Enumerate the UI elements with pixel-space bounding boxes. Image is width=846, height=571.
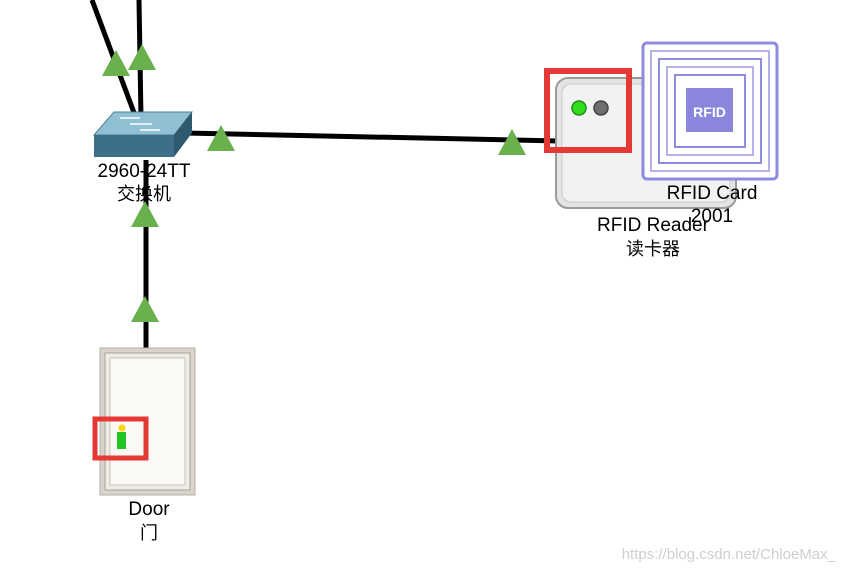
cable-switch-to-reader[interactable]	[184, 130, 561, 144]
link-up-triangle	[102, 50, 130, 76]
reader-led-green-icon	[571, 100, 587, 116]
reader-led-gray-icon	[593, 100, 609, 116]
rfid-chip-icon	[686, 88, 733, 132]
door-name-label: 门	[140, 523, 158, 544]
rfid-card-icon[interactable]: RFID	[641, 41, 779, 181]
door-lock-yellow-icon	[118, 424, 126, 432]
switch-name-label: 交换机	[117, 184, 171, 205]
watermark-text: https://blog.csdn.net/ChloeMax_	[621, 546, 836, 563]
link-up-triangle	[498, 129, 526, 155]
rfid-reader-name-label: 读卡器	[626, 239, 680, 260]
rfid-chip-label: RFID	[693, 104, 726, 120]
door-model-label: Door	[128, 499, 170, 520]
link-up-triangle	[131, 201, 159, 227]
rfid-reader-model-label: RFID Reader	[597, 215, 709, 236]
door-lock-highlight-box	[92, 416, 149, 461]
switch-2960-icon[interactable]	[92, 111, 194, 157]
link-up-triangle	[207, 125, 235, 151]
switch-model-label: 2960-24TT	[97, 161, 191, 182]
reader-led-highlight-box	[544, 68, 632, 153]
link-up-triangle	[128, 44, 156, 70]
door-lock-green-icon	[117, 432, 126, 449]
link-up-triangle	[131, 296, 159, 322]
link-indicators	[102, 44, 526, 322]
rfid-card-name-label: 2001	[690, 206, 734, 227]
rfid-card-model-label: RFID Card	[666, 183, 758, 204]
